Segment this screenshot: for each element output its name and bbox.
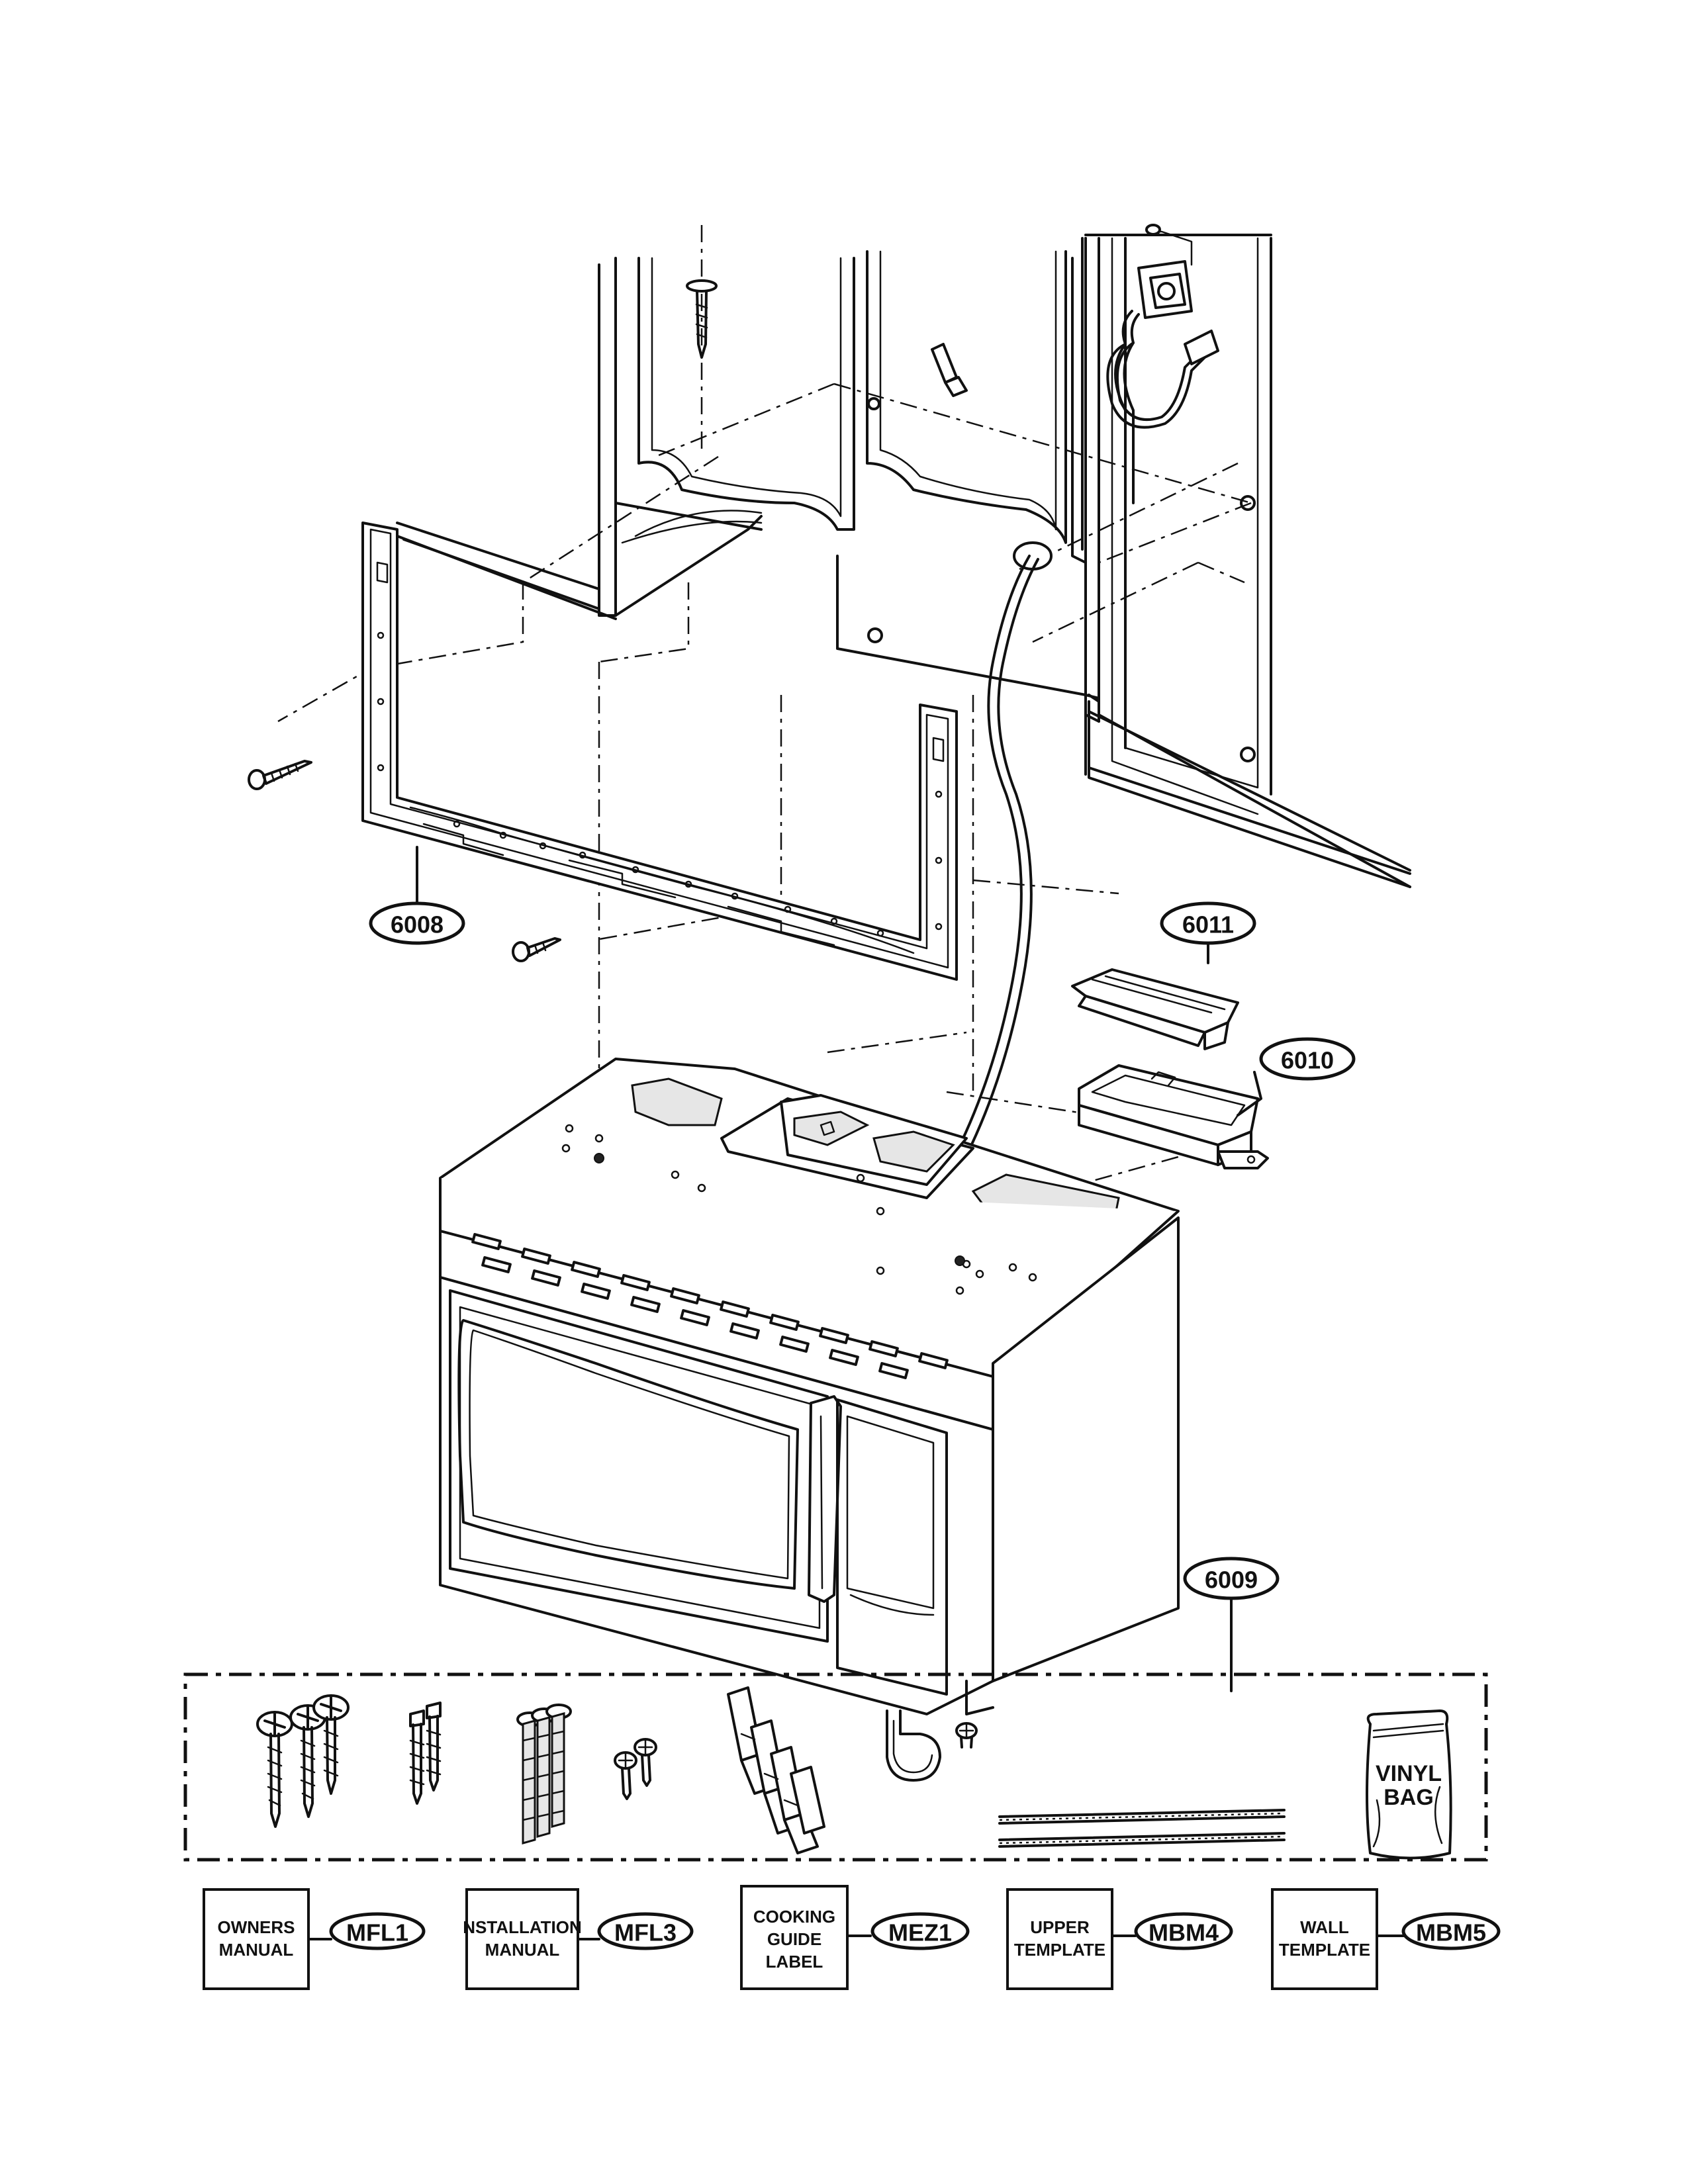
- literature-line3: LABEL: [766, 1952, 823, 1972]
- callout-leaders: [416, 852, 1262, 1692]
- callout-6009-label: 6009: [1205, 1567, 1258, 1594]
- callout-6008-label: 6008: [391, 911, 444, 938]
- literature-line1: WALL: [1300, 1917, 1349, 1937]
- washer-screws: [256, 1694, 350, 1828]
- mounting-plate-6008: [361, 522, 958, 981]
- vent-grille: [471, 1233, 949, 1379]
- callout-6008: 6008: [369, 901, 465, 945]
- toggle-bolt: [931, 343, 968, 397]
- microwave-oven: [439, 1058, 1180, 1715]
- mounting-guide-lines: [277, 225, 1252, 1186]
- damper-6011: [1071, 968, 1239, 1050]
- literature-code: MBM5: [1416, 1919, 1486, 1946]
- vinyl-bag-label-line1: VINYL: [1376, 1761, 1442, 1786]
- callout-6010: 6010: [1259, 1037, 1356, 1081]
- literature-line2: GUIDE: [767, 1929, 821, 1949]
- exhaust-adapter-6010: [1078, 1064, 1269, 1169]
- callout-6011-label: 6011: [1182, 911, 1234, 938]
- literature-item-cooking-guide-label: COOKING GUIDE LABEL MEZ1: [740, 1885, 970, 1990]
- wall-outlet-and-power-cord: [945, 224, 1219, 1176]
- hardware-kit-6009: VINYL BAG: [183, 1672, 1488, 1862]
- wing-toggles: [727, 1686, 825, 1854]
- literature-code: MBM4: [1149, 1919, 1219, 1946]
- plate-screw-left: [248, 760, 312, 790]
- upper-cabinets: [396, 234, 1411, 888]
- literature-line1: COOKING: [753, 1907, 835, 1927]
- lag-screws: [409, 1702, 442, 1805]
- vinyl-bag-label-line2: BAG: [1383, 1785, 1434, 1810]
- plate-screw-bottom: [512, 937, 561, 962]
- literature-line2: TEMPLATE: [1279, 1940, 1370, 1960]
- cabinet-screw: [686, 279, 718, 359]
- literature-item-installation-manual: NSTALLATION MANUAL MFL3: [463, 1888, 694, 1990]
- callout-6011: 6011: [1160, 901, 1256, 945]
- literature-line1: NSTALLATION: [463, 1917, 582, 1937]
- literature-line1: UPPER: [1030, 1917, 1090, 1937]
- literature-item-owners-manual: OWNERS MANUAL MFL1: [203, 1888, 426, 1990]
- vinyl-bag: VINYL BAG: [1366, 1709, 1452, 1860]
- small-screws: [614, 1738, 657, 1800]
- literature-item-wall-template: WALL TEMPLATE MBM5: [1271, 1888, 1501, 1990]
- literature-line2: TEMPLATE: [1014, 1940, 1105, 1960]
- literature-code: MFL1: [346, 1919, 408, 1946]
- literature-code: MEZ1: [888, 1919, 952, 1946]
- callout-6009: 6009: [1183, 1557, 1280, 1600]
- cord-clamp: [886, 1709, 978, 1782]
- cable-ties: [998, 1809, 1286, 1848]
- literature-item-upper-template: UPPER TEMPLATE MBM4: [1006, 1888, 1233, 1990]
- literature-line1: OWNERS: [218, 1917, 295, 1937]
- toggle-anchors: [516, 1704, 572, 1844]
- literature-code: MFL3: [614, 1919, 677, 1946]
- literature-line2: MANUAL: [219, 1940, 294, 1960]
- callout-6010-label: 6010: [1281, 1047, 1334, 1074]
- literature-line2: MANUAL: [485, 1940, 560, 1960]
